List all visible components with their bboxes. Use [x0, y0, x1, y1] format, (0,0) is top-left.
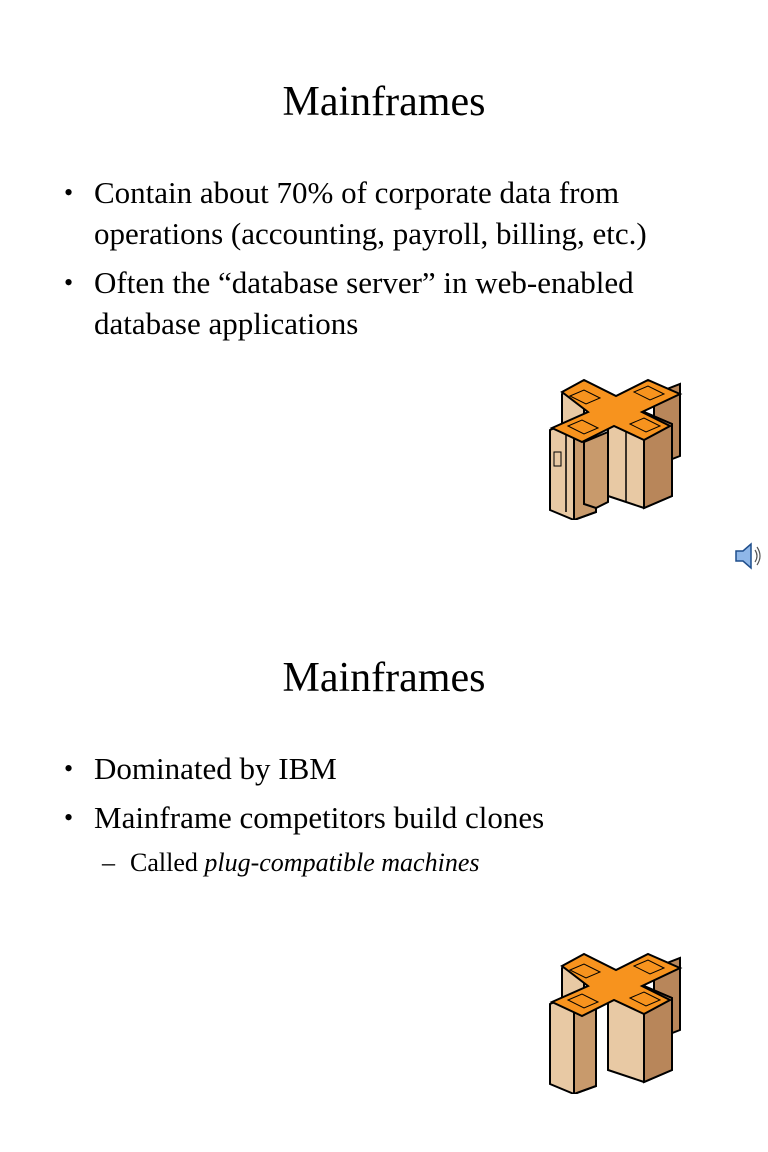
sub-bullet: – Called plug-compatible machines [64, 846, 479, 880]
bullet-dot: • [64, 178, 74, 207]
bullet-list: • Contain about 70% of corporate data fr… [64, 172, 704, 352]
bullet-item: • Dominated by IBM [64, 748, 704, 789]
sub-bullet-prefix: Called [130, 848, 205, 877]
mainframe-icon [549, 952, 683, 1094]
sub-bullet-emphasis: plug-compatible machines [204, 848, 480, 877]
mainframe-icon [549, 378, 683, 520]
dash-marker: – [102, 848, 115, 877]
speaker-icon[interactable] [734, 540, 764, 572]
bullet-dot: • [64, 754, 74, 783]
bullet-text: Contain about 70% of corporate data from… [94, 175, 647, 251]
bullet-text: Mainframe competitors build clones [94, 800, 545, 835]
slide-title: Mainframes [282, 79, 486, 125]
bullet-item: • Mainframe competitors build clones [64, 797, 704, 838]
bullet-item: • Often the “database server” in web-ena… [64, 262, 704, 344]
slide-title: Mainframes [282, 655, 486, 701]
slide-1: Mainframes • Contain about 70% of corpor… [64, 79, 764, 572]
bullet-text: Dominated by IBM [94, 751, 337, 786]
bullet-item: • Contain about 70% of corporate data fr… [64, 172, 704, 254]
bullet-dot: • [64, 803, 74, 832]
bullet-text: Often the “database server” in web-enabl… [94, 265, 634, 341]
bullet-list: • Dominated by IBM • Mainframe competito… [64, 748, 704, 846]
slide-2: Mainframes • Dominated by IBM • Mainfram… [0, 576, 768, 1152]
bullet-dot: • [64, 268, 74, 297]
